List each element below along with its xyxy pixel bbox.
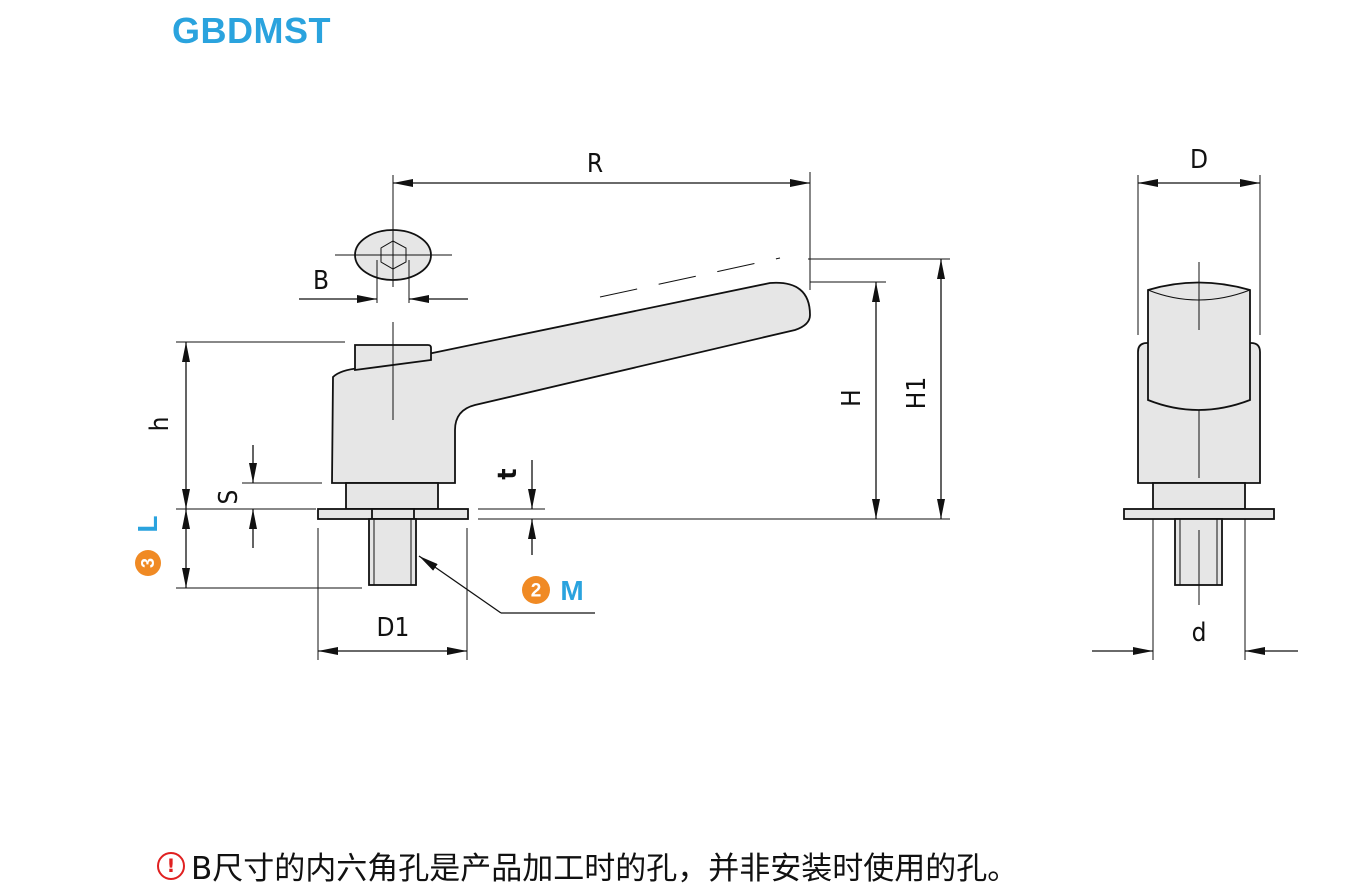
dim-label-m: M — [560, 575, 583, 606]
swing-outline — [599, 257, 781, 298]
side-view — [317, 223, 811, 586]
collar — [345, 482, 439, 510]
dim-label-H: H — [837, 389, 867, 407]
warning-circle-icon: ! — [157, 851, 185, 880]
dim-label-l: L — [132, 515, 163, 532]
callout-badge-l — [135, 550, 161, 576]
front-hub-top — [1147, 281, 1251, 411]
dim-s: S — [214, 445, 322, 548]
dim-d-big: D — [1137, 145, 1261, 335]
dim-label-H1: H1 — [902, 377, 932, 409]
dim-label-D: D — [1190, 145, 1208, 175]
product-code-title: GBDMST — [172, 10, 331, 51]
dim-b: B — [299, 266, 468, 303]
callout-number-l: 3 — [138, 558, 158, 568]
footnote-text: B尺寸的内六角孔是产品加工时的孔，并非安装时使用的孔。 — [191, 851, 1019, 887]
dim-label-b: B — [313, 266, 329, 296]
dim-d1: D1 — [317, 528, 468, 660]
dim-label-s: S — [214, 490, 244, 505]
dim-r: R — [392, 149, 811, 290]
dim-h-small: h — [145, 341, 345, 510]
dim-label-h: h — [145, 417, 175, 432]
dim-t: t — [478, 460, 950, 555]
dim-h-h1: H H1 — [808, 258, 950, 519]
lever-handle — [331, 281, 811, 484]
callout-badge-m — [522, 576, 550, 604]
dim-d-small: d — [1092, 519, 1298, 660]
dim-l: L 3 — [132, 509, 362, 589]
front-view — [1123, 262, 1275, 605]
dim-label-r: R — [587, 149, 603, 179]
front-collar — [1152, 482, 1246, 510]
dim-label-d: d — [1192, 618, 1207, 648]
threaded-stud — [368, 518, 417, 586]
footnote: ! B尺寸的内六角孔是产品加工时的孔，并非安装时使用的孔。 — [157, 843, 1018, 888]
dim-label-t: t — [493, 468, 523, 479]
washer-hole — [371, 508, 415, 520]
callout-m: 2 M — [418, 555, 595, 614]
callout-number-m: 2 — [531, 581, 542, 602]
front-washer — [1123, 508, 1275, 520]
dim-label-d1: D1 — [377, 613, 410, 643]
